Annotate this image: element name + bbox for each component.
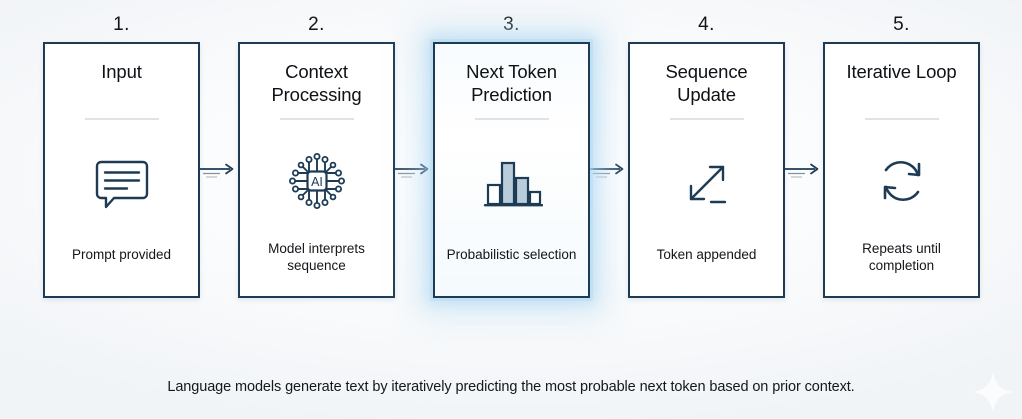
step-icon-area [640, 126, 773, 246]
step-card-next-token-prediction[interactable]: Next Token Prediction Probabilistic sele… [433, 42, 590, 298]
flow-step-next-token-prediction[interactable]: 3. Next Token Prediction Probabilistic s… [433, 12, 590, 302]
step-card-sequence-update[interactable]: Sequence Update Token appended [628, 42, 785, 298]
ai-chip-label: AI [311, 175, 323, 189]
card-divider [279, 118, 354, 120]
step-caption: Prompt provided [71, 247, 172, 262]
card-divider [864, 118, 939, 120]
flow-step-input[interactable]: 1. Input Prompt provided [43, 12, 200, 302]
connector-arrow-4-to-5 [785, 12, 823, 302]
step-title: Next Token Prediction [466, 61, 557, 105]
flow-step-context-processing[interactable]: 2. Context Processing [238, 12, 395, 302]
step-title: Sequence Update [665, 61, 748, 105]
step-title: Input [101, 61, 142, 82]
step-caption: Repeats until completion [862, 241, 941, 273]
step-number: 5. [893, 14, 910, 35]
card-divider [84, 118, 159, 120]
step-number: 2. [308, 14, 325, 35]
step-title: Iterative Loop [846, 61, 957, 82]
diagram-footer-caption: Language models generate text by iterati… [167, 379, 855, 395]
step-title: Context Processing [271, 61, 362, 105]
step-icon-area [445, 126, 578, 246]
card-divider [669, 118, 744, 120]
step-card-input[interactable]: Input Prompt provided [43, 42, 200, 298]
step-number: 3. [503, 14, 520, 35]
speech-bubble-icon [94, 158, 150, 215]
process-flow-diagram: 1. Input Prompt provided [43, 12, 980, 302]
connector-arrow-1-to-2 [200, 12, 238, 302]
bar-chart-icon [481, 156, 543, 217]
step-number: 4. [698, 14, 715, 35]
step-card-context-processing[interactable]: Context Processing [238, 42, 395, 298]
connector-arrow-2-to-3 [395, 12, 433, 302]
step-number: 1. [113, 14, 130, 35]
step-card-iterative-loop[interactable]: Iterative Loop Repeats until completion [823, 42, 980, 298]
flow-step-sequence-update[interactable]: 4. Sequence Update Token appended [628, 12, 785, 302]
step-icon-area [835, 126, 968, 240]
card-divider [474, 118, 549, 120]
connector-arrow-3-to-4 [590, 12, 628, 302]
step-caption: Token appended [656, 247, 757, 262]
step-icon-area: AI [250, 126, 383, 240]
refresh-loop-icon [873, 152, 931, 215]
step-caption: Model interprets sequence [268, 241, 365, 273]
step-caption: Probabilistic selection [446, 247, 577, 262]
diagonal-expand-arrows-icon [678, 156, 736, 217]
flow-step-iterative-loop[interactable]: 5. Iterative Loop Repeats until completi… [823, 12, 980, 302]
ai-chip-icon: AI [286, 150, 348, 217]
step-icon-area [55, 126, 188, 246]
